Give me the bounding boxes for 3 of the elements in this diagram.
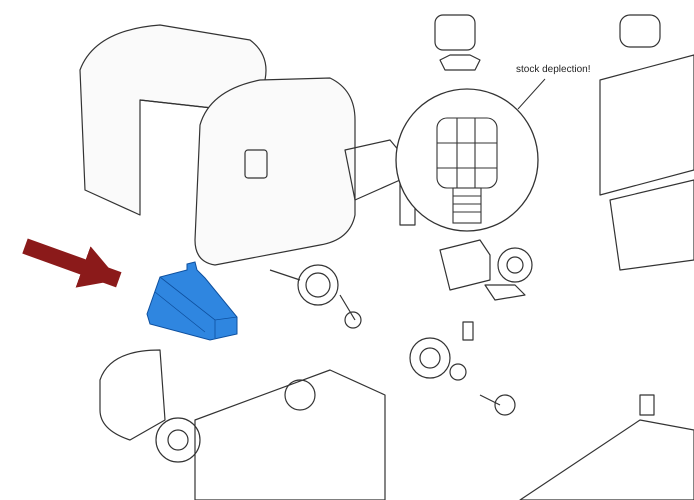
leader-line — [518, 78, 546, 110]
callout-text: stock deplection! — [516, 64, 592, 75]
arrow — [22, 238, 122, 288]
